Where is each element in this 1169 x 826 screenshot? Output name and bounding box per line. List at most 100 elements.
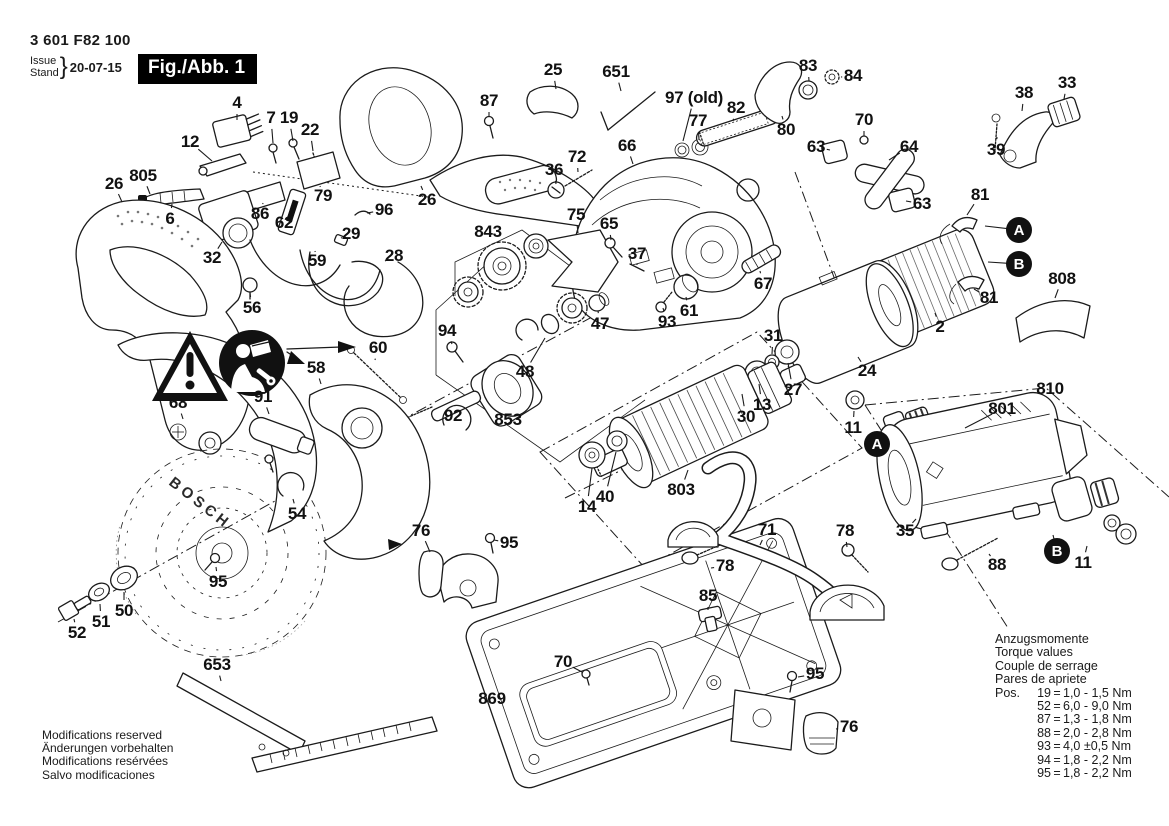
part-label-2: 2	[935, 317, 945, 336]
part-label-58: 58	[306, 358, 326, 377]
part-label-853: 853	[494, 410, 522, 429]
leader-line	[609, 234, 612, 241]
lower-guard-58	[308, 384, 431, 560]
part-label-66: 66	[617, 136, 637, 155]
part-label-84: 84	[843, 66, 863, 85]
issue-date: 20-07-15	[69, 59, 122, 75]
leader-line	[787, 362, 792, 380]
part-label-28: 28	[384, 246, 404, 265]
part-label-22: 22	[300, 120, 320, 139]
part-label-12: 12	[180, 132, 200, 151]
part-label-36: 36	[544, 160, 564, 179]
spindle-unit-853	[403, 354, 543, 431]
angle-guide-653	[176, 672, 438, 773]
leader-line	[266, 407, 270, 415]
torque-row: 93=4,0 ±0,5 Nm	[1037, 739, 1131, 754]
part-label-85: 85	[698, 586, 718, 605]
leader-line	[271, 128, 274, 144]
part-label-75: 75	[566, 205, 586, 224]
part-label-869: 869	[478, 689, 506, 708]
part-label-801: 801	[988, 399, 1016, 418]
leader-line	[530, 337, 546, 363]
part-label-31: 31	[763, 326, 783, 345]
part-label-803: 803	[667, 480, 695, 499]
part-label-92: 92	[443, 406, 463, 425]
part-label-78: 78	[715, 556, 735, 575]
torque-row: 88=2,0 - 2,8 Nm	[1037, 725, 1132, 740]
leader-line	[146, 186, 151, 195]
motor-housing-66	[547, 61, 840, 331]
leader-line	[781, 115, 784, 120]
snap-ring-54	[277, 471, 305, 497]
leader-line	[1054, 289, 1059, 299]
figure-label: Fig./Abb. 1	[138, 54, 258, 84]
torque-row: 87=1,3 - 1,8 Nm	[1037, 712, 1132, 727]
leader-line	[845, 541, 848, 548]
part-label-26: 26	[104, 174, 124, 193]
part-label-843: 843	[474, 222, 502, 241]
modifications-line: Modifications reserved	[42, 728, 163, 742]
motor-can-24	[777, 260, 919, 384]
motor-assembly-right	[845, 390, 1137, 571]
part-label-48: 48	[515, 362, 535, 381]
torque-row: 94=1,8 - 2,2 Nm	[1037, 752, 1132, 767]
index-badge-B: B	[1006, 251, 1032, 277]
leader-line	[964, 413, 993, 429]
leader-line	[987, 261, 1009, 264]
leader-line	[988, 553, 991, 557]
part-label-65: 65	[599, 214, 619, 233]
part-label-27: 27	[783, 380, 803, 399]
button-33	[1047, 96, 1081, 128]
part-label-88: 88	[987, 555, 1007, 574]
index-badge-A: A	[864, 431, 890, 457]
read-manual-icon	[219, 330, 285, 396]
part-label-33: 33	[1057, 73, 1077, 92]
part-label-77: 77	[688, 111, 708, 130]
issue-stand-block: Issue Stand } 20-07-15	[30, 53, 122, 81]
part-label-651: 651	[602, 62, 630, 81]
part-label-83: 83	[798, 56, 818, 75]
leader-line	[662, 307, 665, 312]
part-label-87: 87	[479, 91, 499, 110]
lever-and-clamp-parts	[821, 96, 1081, 213]
leader-line	[1063, 93, 1066, 100]
part-label-47: 47	[590, 314, 610, 333]
part-label-81: 81	[979, 288, 999, 307]
part-label-91: 91	[253, 387, 273, 406]
part-label-653: 653	[203, 655, 231, 674]
leader-line	[587, 467, 593, 497]
torque-row: 52=6,0 - 9,0 Nm	[1037, 699, 1132, 714]
part-label-79: 79	[313, 186, 333, 205]
leader-line	[554, 80, 557, 90]
part-label-70: 70	[553, 652, 573, 671]
leader-line	[758, 383, 761, 395]
part-label-6: 6	[165, 209, 175, 228]
leader-line	[572, 666, 583, 673]
leader-line	[384, 260, 387, 262]
blade-bolt-52	[57, 595, 92, 621]
part-label-50: 50	[114, 601, 134, 620]
leader-line	[888, 152, 901, 161]
leader-line	[170, 203, 173, 209]
part-label-4: 4	[232, 93, 242, 112]
part-label-56: 56	[242, 298, 262, 317]
part-label-93: 93	[657, 312, 677, 331]
part-label-95: 95	[208, 572, 228, 591]
part-label-63: 63	[806, 137, 826, 156]
leader-line	[249, 292, 252, 298]
torque-heading-line: Torque values	[995, 645, 1073, 660]
spring-60	[353, 352, 401, 398]
part-label-81: 81	[970, 185, 990, 204]
base-plate-group	[418, 451, 885, 789]
part-label-805: 805	[129, 166, 157, 185]
part-label-94: 94	[437, 321, 457, 340]
leader-line	[741, 393, 745, 407]
part-label-11: 11	[844, 418, 862, 437]
leader-line	[493, 539, 499, 542]
